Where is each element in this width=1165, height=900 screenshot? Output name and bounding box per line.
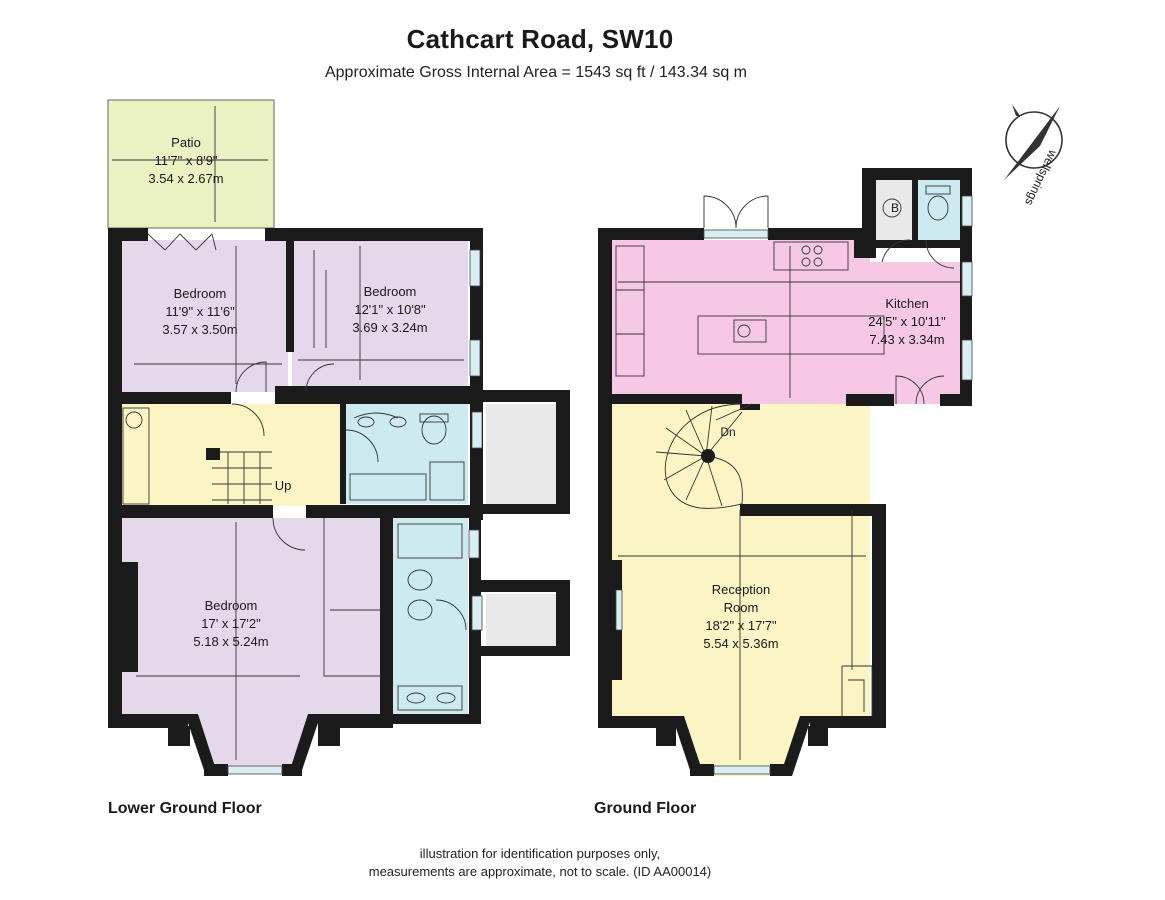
ground-floor-plan: B Kitchen 24'5" x 10'11" 7.43 x 3.34m Re… bbox=[598, 168, 973, 776]
kitchen-metric: 7.43 x 3.34m bbox=[869, 332, 944, 347]
bedroom-front-bay-area bbox=[185, 714, 321, 772]
kitchen-name: Kitchen bbox=[885, 296, 928, 311]
compass-icon: wellsprings bbox=[1004, 104, 1063, 208]
ground-floor-fixtures bbox=[615, 185, 955, 716]
patio-metric: 3.54 x 2.67m bbox=[148, 171, 223, 186]
patio-area bbox=[107, 99, 275, 229]
kitchen-area bbox=[612, 240, 966, 404]
bedroom-rear-left-imperial: 11'9" x 11'6" bbox=[165, 304, 235, 319]
patio-name: Patio bbox=[171, 135, 201, 150]
page-title: Cathcart Road, SW10 bbox=[406, 24, 674, 54]
cupboard-boiler-area bbox=[876, 180, 914, 240]
boiler-label: B bbox=[891, 201, 899, 215]
footer-line2: measurements are approximate, not to sca… bbox=[368, 864, 712, 879]
lower-ground-floor-label: Lower Ground Floor bbox=[108, 800, 262, 817]
store-lower-area bbox=[486, 594, 556, 650]
store-upper-area bbox=[486, 404, 556, 504]
lower-ground-dimension-arrows bbox=[112, 106, 464, 760]
bedroom-rear-right-imperial: 12'1" x 10'8" bbox=[354, 302, 426, 317]
reception-imperial: 18'2" x 17'7" bbox=[705, 618, 777, 633]
bedroom-rear-right-area bbox=[292, 240, 468, 386]
wc-area bbox=[918, 180, 964, 240]
ground-floor-dimension-arrows bbox=[618, 246, 960, 760]
bedroom-front-name: Bedroom bbox=[205, 598, 258, 613]
reception-name-line2: Room bbox=[724, 600, 759, 615]
bedroom-front-area bbox=[121, 518, 381, 714]
bedroom-rear-left-name: Bedroom bbox=[174, 286, 227, 301]
bedroom-rear-right-metric: 3.69 x 3.24m bbox=[352, 320, 427, 335]
patio-imperial: 11'7" x 8'9" bbox=[154, 153, 217, 168]
bathroom-upper-area bbox=[344, 404, 468, 504]
bedroom-rear-right-name: Bedroom bbox=[364, 284, 417, 299]
bedroom-rear-left-metric: 3.57 x 3.50m bbox=[162, 322, 237, 337]
ground-floor-windows bbox=[615, 195, 973, 775]
reception-metric: 5.54 x 5.36m bbox=[703, 636, 778, 651]
hall-area bbox=[121, 404, 344, 506]
page-subtitle: Approximate Gross Internal Area = 1543 s… bbox=[324, 64, 747, 81]
reception-name-line1: Reception bbox=[712, 582, 771, 597]
ground-floor-label: Ground Floor bbox=[594, 800, 697, 817]
lower-ground-windows bbox=[227, 249, 483, 775]
footer-line1: illustration for identification purposes… bbox=[419, 846, 661, 861]
lower-ground-fixtures bbox=[122, 233, 467, 711]
bedroom-rear-left-area bbox=[121, 240, 288, 392]
ground-floor-walls bbox=[598, 168, 972, 776]
bedroom-front-imperial: 17' x 17'2" bbox=[201, 616, 261, 631]
bedroom-front-metric: 5.18 x 5.24m bbox=[193, 634, 268, 649]
stair-up-label: Up bbox=[275, 478, 292, 493]
kitchen-imperial: 24'5" x 10'11" bbox=[868, 314, 946, 329]
lower-ground-floor-plan: Patio 11'7" x 8'9" 3.54 x 2.67m Bedroom … bbox=[107, 99, 570, 776]
stair-down-label: Dn bbox=[720, 425, 735, 439]
